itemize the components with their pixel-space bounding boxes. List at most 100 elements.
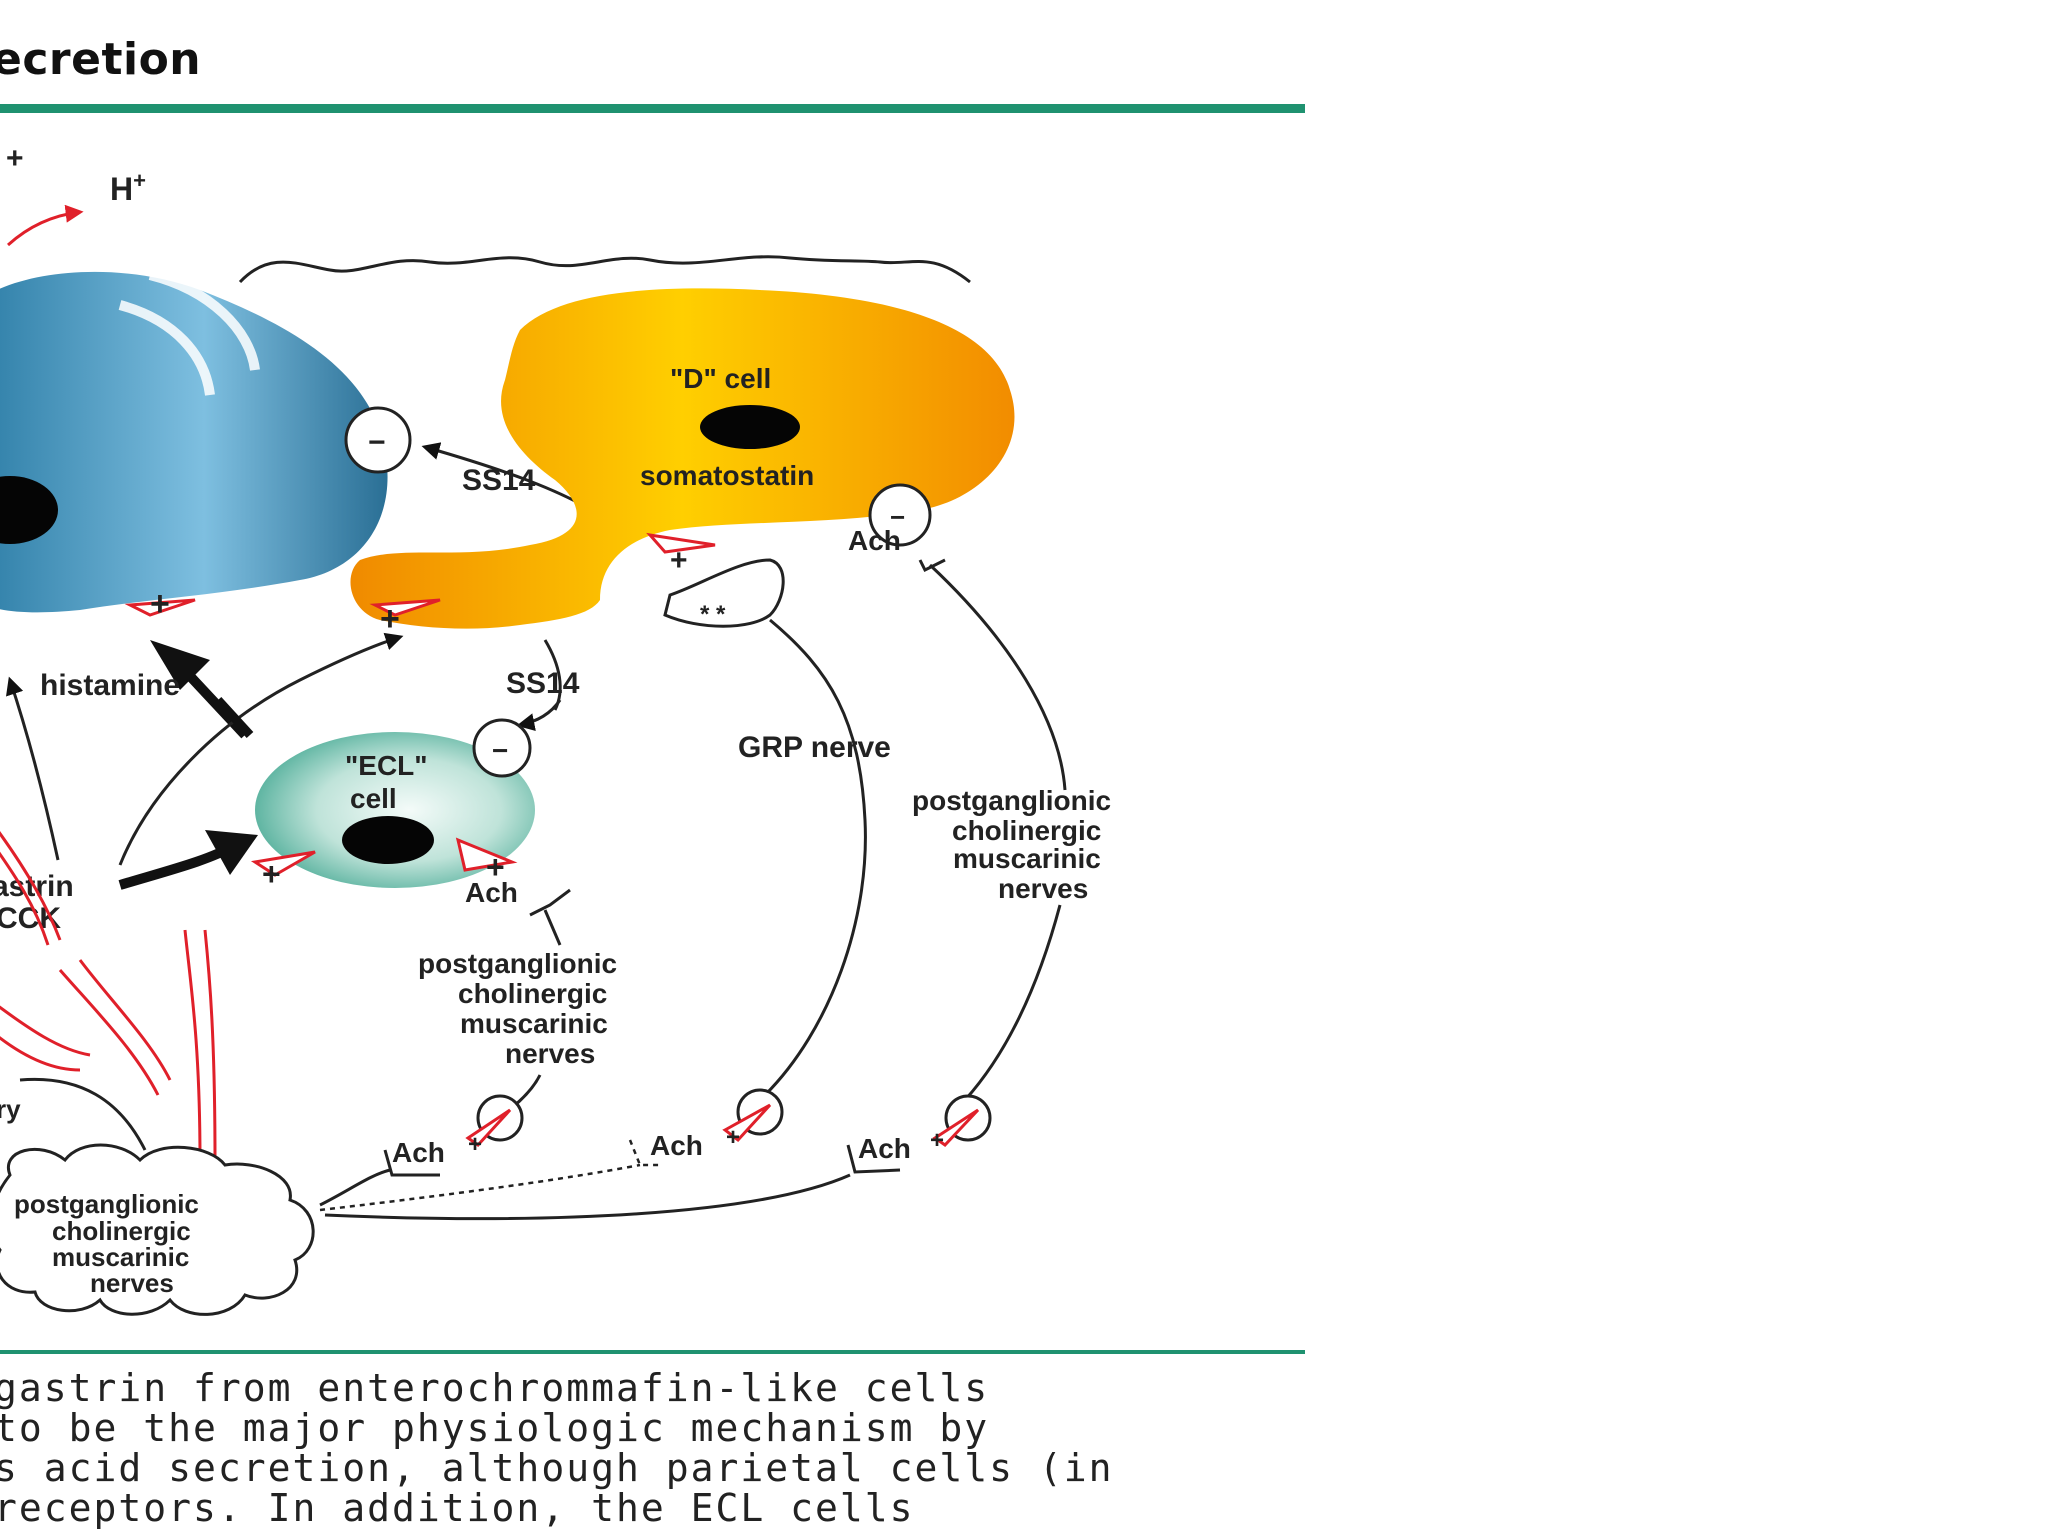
plus-sign: + [930, 1127, 944, 1154]
stimulatory-receptor [369, 598, 441, 617]
ss14-label-mid: SS14 [506, 667, 580, 700]
grp-nerve-fiber [763, 618, 867, 1097]
somatostatin-label: somatostatin [640, 460, 814, 491]
histamine-release-bar [214, 696, 254, 739]
pg-mid-label-1: postganglionic [418, 948, 617, 979]
ach-label-ecl: Ach [465, 877, 518, 908]
gastrin-to-parietal-arrow [6, 676, 60, 861]
histamine-label: histamine [40, 669, 180, 702]
grp-terminal [663, 558, 785, 628]
cloud-nerve-fiber [324, 1173, 851, 1221]
minus-sign: − [368, 426, 386, 459]
blood-vessel [0, 1005, 91, 1057]
inhibitory-receptor-ecl [472, 718, 532, 778]
parietal-canaliculus [148, 270, 260, 371]
histamine-arrowhead [150, 640, 210, 690]
stimulatory-receptor [250, 850, 316, 877]
plus-sign: + [726, 1124, 740, 1151]
caption-line: to be the major physiologic mechanism by [0, 1406, 990, 1450]
plus-sign: + [670, 544, 688, 577]
ecl-cell-label-1: "ECL" [345, 750, 428, 781]
blood-vessel [203, 929, 217, 1161]
blood-vessel [58, 969, 160, 1096]
ecl-nucleus [342, 816, 434, 864]
grp-nerve-label: GRP nerve [738, 731, 891, 764]
blood-vessel [0, 831, 62, 941]
stimulatory-receptor [722, 1103, 772, 1143]
pg-cloud-label-4: nerves [90, 1268, 174, 1298]
stars-label: * * [700, 601, 726, 628]
h-plus-label: H+ [110, 168, 146, 207]
blood-vessel [183, 929, 202, 1161]
d-cell-nucleus [700, 405, 800, 449]
nerve-fiber [543, 909, 562, 946]
pg-mid-label-4: nerves [505, 1038, 595, 1069]
pg-right-label-4: nerves [998, 873, 1088, 904]
right-nerve-fiber-upper [928, 563, 1067, 791]
pg-right-label-1: postganglionic [912, 785, 1111, 816]
plus-sign: + [150, 585, 170, 623]
ach-label-b2: Ach [650, 1130, 703, 1161]
minus-sign: − [890, 502, 905, 532]
synapse-terminal [846, 1144, 901, 1174]
caption-line: gastrin from enterochrommafin-like cells [0, 1366, 990, 1410]
pg-cloud-label-3: muscarinic [52, 1242, 189, 1272]
plus-sign: + [468, 1131, 482, 1158]
ecl-cell-label-2: cell [350, 783, 397, 814]
synapse-terminal [529, 888, 571, 917]
gastrin-label: astrin [0, 870, 74, 903]
cloud-nerve-dotted [319, 1163, 641, 1212]
plus-sign: + [262, 856, 281, 892]
h-plus-label-left: + [6, 142, 24, 175]
cloud-nerve-fiber [319, 1168, 391, 1207]
title-rule [0, 104, 1305, 113]
inhibitory-receptor-d-cell [868, 483, 932, 547]
d-cell [350, 288, 1015, 629]
ry-label: ry [0, 1094, 21, 1124]
plus-sign: + [486, 849, 505, 885]
synapse-terminal [918, 558, 946, 573]
caption-line: receptors. In addition, the ECL cells [0, 1486, 915, 1530]
right-nerve-fiber-lower [963, 904, 1062, 1102]
inhibitory-receptor-parietal [344, 406, 412, 474]
pg-mid-label-2: cholinergic [458, 978, 607, 1009]
pg-right-label-2: cholinergic [952, 815, 1101, 846]
synapse-terminal-dotted [628, 1139, 660, 1167]
stimulatory-receptor [455, 837, 518, 872]
pg-cloud-label-2: cholinergic [52, 1216, 191, 1246]
parietal-canaliculus [118, 300, 215, 396]
caption-line: s acid secretion, although parietal cell… [0, 1446, 1114, 1490]
blood-vessel [0, 851, 50, 946]
pg-mid-label-3: muscarinic [460, 1008, 608, 1039]
page-title: ecretion [0, 34, 202, 85]
vagal-fiber [19, 1077, 147, 1151]
plus-sign: + [380, 600, 400, 638]
proton-secretion-arrow [6, 204, 84, 247]
nerve-cloud [0, 1143, 315, 1316]
parietal-canaliculus [239, 287, 333, 352]
lumen-surface-line [238, 255, 971, 284]
ss14-label-top: SS14 [462, 464, 536, 497]
minus-sign: − [492, 735, 508, 766]
parietal-cell [0, 271, 388, 613]
ach-label-b1: Ach [392, 1137, 445, 1168]
stimulatory-receptor [646, 532, 716, 554]
gastrin-arrowhead [205, 830, 258, 875]
gastrin-to-d-cell-arrow [118, 632, 404, 866]
parietal-nucleus [0, 476, 58, 544]
ss14-to-ecl-arrow [516, 699, 562, 731]
caption-rule [0, 1350, 1305, 1354]
ach-label-d-cell: Ach [848, 525, 901, 556]
d-cell-label: "D" cell [670, 363, 771, 394]
synapse-terminal [383, 1149, 440, 1177]
pg-cloud-label-1: postganglionic [14, 1189, 199, 1219]
stimulatory-receptor [124, 598, 196, 617]
ach-label-b3: Ach [858, 1133, 911, 1164]
stimulatory-receptor [465, 1108, 512, 1147]
blood-vessel [78, 959, 172, 1081]
figure-caption: gastrin from enterochrommafin-like cells… [0, 1368, 1294, 1528]
blood-vessel [0, 1036, 81, 1072]
pg-right-label-3: muscarinic [953, 843, 1101, 874]
stimulatory-receptor [932, 1108, 980, 1147]
